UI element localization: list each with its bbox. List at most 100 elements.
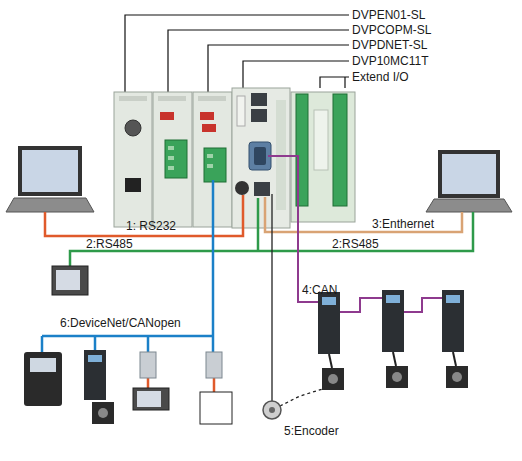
connection-label: 5:Encoder (284, 424, 339, 438)
connection-label: 1: RS232 (126, 219, 176, 233)
part-name: DVPCOPM-SL (352, 23, 431, 37)
dip-switch (200, 112, 214, 120)
leader-lines (125, 15, 349, 93)
leader-line (344, 77, 345, 88)
laptop-base (6, 198, 94, 212)
servo-motor (92, 402, 114, 424)
part-name: Extend I/O (352, 70, 409, 84)
module-body (114, 92, 152, 227)
laptop-base (426, 199, 512, 212)
led-panel (237, 96, 245, 126)
motor-cable (393, 352, 396, 366)
part-name: DVP10MC11T (352, 54, 428, 68)
connection-label: 2:RS485 (86, 237, 133, 251)
part-name: DVPDNET-SL (352, 38, 427, 52)
db9-pins (254, 147, 266, 165)
motor-shaft (392, 372, 402, 382)
terminal (168, 156, 174, 160)
device-wire (213, 378, 216, 392)
blank-device (200, 392, 232, 424)
can-wire (404, 298, 442, 312)
leader-line (243, 61, 349, 89)
devicenet-wire (42, 180, 213, 352)
port (125, 178, 141, 192)
connection-label: 4:CAN (302, 283, 337, 297)
terminal (207, 164, 213, 168)
leader-line (320, 77, 349, 88)
motor-shaft (328, 374, 338, 384)
terminal-block (204, 148, 226, 182)
device-wire (147, 378, 150, 388)
devicenet-wire (41, 336, 44, 352)
devicenet-wire (212, 180, 215, 352)
can-wire (340, 298, 382, 312)
laptop (6, 146, 94, 212)
drive-display (446, 295, 460, 303)
leader-line (168, 30, 349, 93)
servo-drive (442, 290, 464, 352)
dip-switch (160, 112, 174, 120)
module-tag (158, 96, 186, 101)
devicenet-wire (42, 335, 213, 338)
encoder-shaft (269, 407, 275, 413)
encoder-wire (271, 194, 272, 402)
terminal (168, 146, 174, 150)
extend-io-body (291, 92, 355, 222)
rj45-port (251, 109, 267, 122)
rs485-wire (257, 198, 260, 251)
part-name: DVPEN01-SL (352, 8, 425, 22)
leader-line (125, 15, 349, 93)
servo-motor (386, 366, 408, 388)
slave-module (206, 352, 222, 378)
laptop-bezel (438, 150, 500, 198)
inverter-display (30, 358, 56, 372)
ethernet-wire (265, 197, 462, 232)
dip-switch (202, 124, 216, 132)
servo-drive (84, 350, 106, 400)
hmi-panel (133, 388, 169, 410)
servo-set (318, 290, 468, 390)
devicenet-wire (147, 336, 150, 352)
slave-module (140, 352, 156, 378)
laptop-screen (22, 150, 78, 192)
drive-display (88, 355, 102, 362)
io-label (314, 110, 328, 170)
din-port (125, 120, 141, 136)
motor-cable (453, 352, 456, 366)
db9-port (249, 142, 271, 170)
leader-line (208, 45, 349, 93)
terminal-block (165, 140, 187, 178)
motor-shaft (98, 408, 108, 418)
hmi-screen (137, 391, 161, 407)
terminal-block (333, 94, 347, 206)
module-tag (119, 96, 147, 101)
plc-rack (114, 88, 355, 228)
encoder-link (280, 388, 326, 406)
servo-motor (322, 368, 344, 390)
motor-shaft (452, 372, 462, 382)
hmi-panel (52, 266, 88, 295)
connection-label: 2:RS485 (332, 237, 379, 251)
encoder (263, 401, 281, 419)
connection-label: 6:DeviceNet/CANopen (60, 316, 181, 330)
round-port (235, 181, 249, 195)
laptop-screen (442, 154, 496, 194)
inverter (24, 352, 62, 406)
servo-drive (382, 290, 404, 352)
laptop (426, 150, 512, 212)
hmi-screen (56, 270, 80, 290)
servo-drive (318, 292, 340, 354)
terminal (207, 154, 213, 158)
motion-controller-body (232, 88, 290, 228)
terminal (168, 166, 174, 170)
rj45-port (251, 93, 267, 106)
can-wire (268, 156, 318, 302)
module-body (153, 92, 192, 227)
devicenet-wire (94, 336, 97, 350)
motor-cable (329, 354, 332, 368)
connection-label: 3:Enthernet (372, 217, 434, 231)
drive-display (322, 297, 336, 305)
rj45-port (254, 182, 270, 196)
